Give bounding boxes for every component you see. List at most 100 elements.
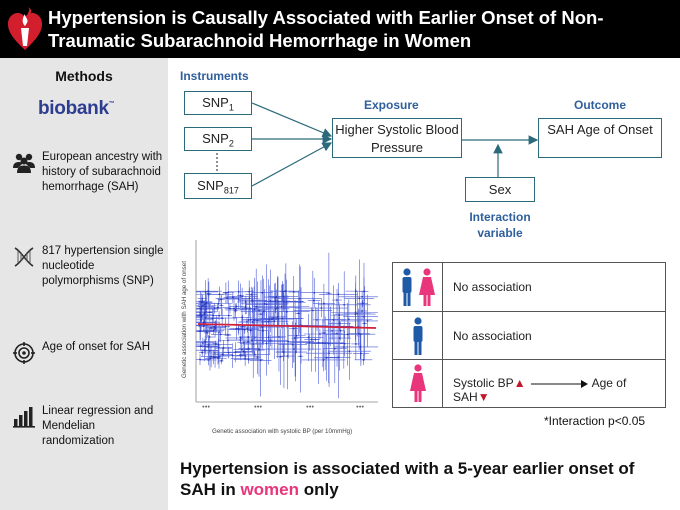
data-point (244, 355, 247, 357)
data-point (273, 320, 276, 323)
data-point (253, 353, 256, 356)
data-point (218, 314, 220, 317)
data-point (258, 349, 260, 351)
biobank-trademark: ™ (108, 101, 115, 107)
data-point (208, 311, 211, 314)
data-point (205, 310, 207, 313)
female-icon (419, 268, 435, 306)
data-point (292, 291, 295, 293)
people-icon (13, 153, 35, 173)
method-population-text: European ancestry with history of subara… (42, 151, 163, 193)
data-point (272, 316, 275, 319)
data-point (313, 299, 315, 302)
data-point (343, 342, 346, 345)
bar-chart-icon (13, 407, 35, 428)
data-point (317, 341, 320, 344)
data-point (280, 305, 283, 308)
data-point (338, 322, 341, 325)
data-point (295, 334, 298, 337)
data-point (366, 319, 369, 322)
data-point (226, 339, 229, 342)
data-point (362, 358, 365, 361)
data-point (229, 307, 231, 310)
data-point (234, 351, 237, 354)
data-point (224, 325, 227, 328)
data-point (201, 305, 203, 308)
method-analysis-text: Linear regression and Mendelian randomiz… (42, 405, 154, 447)
method-outcome-text: Age of onset for SAH (42, 341, 151, 353)
data-point (347, 318, 350, 321)
data-point (199, 330, 201, 333)
plot-x-axis-label: Genetic association with systolic BP (pe… (212, 428, 352, 435)
data-point (231, 354, 234, 357)
data-point (249, 318, 252, 321)
data-point (239, 337, 242, 339)
data-point (220, 298, 222, 301)
row-result-text: No association (453, 329, 532, 343)
data-point (217, 357, 220, 360)
data-point (239, 294, 242, 297)
data-point (337, 293, 340, 296)
data-point (342, 346, 345, 348)
row-result-text: No association (453, 280, 532, 294)
data-point (287, 340, 290, 343)
data-point (235, 305, 238, 308)
data-point (218, 355, 220, 358)
data-point (354, 290, 357, 293)
data-point (237, 298, 240, 300)
data-point (199, 300, 202, 303)
svg-text:●●●: ●●● (202, 404, 210, 409)
data-point (220, 360, 223, 362)
arrow-right-icon (530, 379, 588, 388)
data-point (286, 355, 289, 357)
data-point (212, 329, 215, 332)
data-point (208, 336, 211, 338)
svg-text:●●●: ●●● (306, 404, 314, 409)
data-point (286, 310, 288, 313)
data-point (226, 297, 229, 300)
data-point (214, 328, 216, 330)
data-point (227, 351, 230, 354)
data-point (278, 335, 280, 338)
data-point (324, 342, 327, 345)
data-point (313, 291, 316, 294)
exposure-box: Higher Systolic Blood Pressure (332, 118, 462, 158)
data-point (281, 317, 284, 320)
data-point (358, 332, 360, 335)
data-point (263, 302, 266, 305)
data-point (246, 327, 249, 330)
data-point (237, 290, 240, 293)
data-point (298, 297, 301, 300)
data-point (199, 311, 202, 314)
data-point (331, 329, 334, 332)
data-point (311, 309, 314, 312)
data-point (213, 325, 215, 328)
data-point (214, 342, 217, 345)
snp817-box: SNP817 (184, 173, 252, 199)
data-point (363, 322, 366, 325)
data-point (220, 304, 223, 307)
data-point (259, 359, 262, 362)
takeaway-text-2: only (299, 480, 339, 499)
data-point (277, 300, 279, 303)
data-point (248, 290, 251, 293)
row-icon-cell (393, 312, 443, 359)
data-point (251, 299, 254, 302)
key-takeaway: Hypertension is associated with a 5-year… (180, 458, 670, 500)
data-point (293, 348, 295, 350)
data-point (203, 311, 206, 314)
data-point (319, 333, 321, 335)
data-point (208, 350, 211, 352)
data-point (274, 297, 277, 299)
data-point (203, 349, 206, 352)
arrow-snp817-exposure (251, 142, 333, 187)
plot-axes (195, 240, 378, 403)
data-point (255, 305, 258, 308)
data-point (202, 321, 205, 324)
data-point (204, 305, 207, 308)
data-point (294, 351, 297, 353)
data-point (276, 316, 279, 318)
mr-scatter-plot: ●●●●●●●●●●●● Genetic association with sy… (181, 240, 378, 435)
data-point (233, 307, 235, 310)
data-point (244, 306, 247, 308)
